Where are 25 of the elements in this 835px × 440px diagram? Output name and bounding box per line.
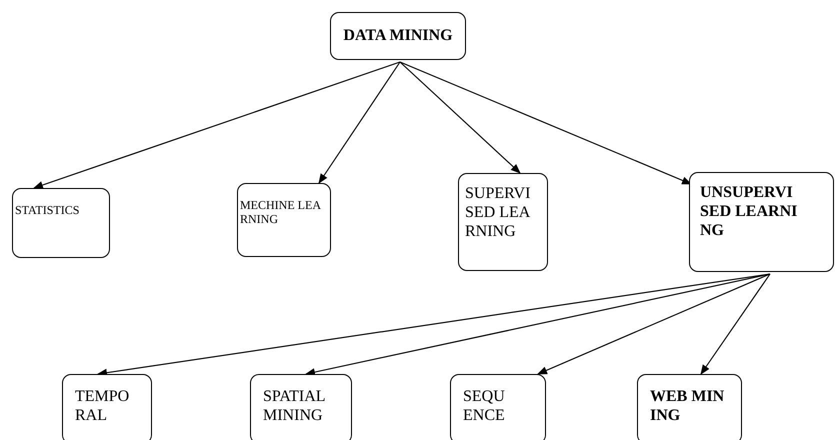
process-box (458, 173, 548, 271)
node-label: UNSUPERVISED LEARNING (700, 183, 798, 241)
node-label: STATISTICS (15, 203, 80, 218)
process-box (237, 183, 331, 257)
process-box (637, 374, 742, 440)
arrow (318, 62, 400, 184)
process-box (250, 374, 352, 440)
node-label: WEB MINING (650, 387, 726, 426)
arrow (305, 273, 770, 376)
process-box (330, 12, 466, 60)
arrow (400, 62, 521, 174)
arrow (33, 61, 400, 189)
process-box (62, 374, 152, 440)
arrow (97, 273, 770, 377)
process-box (689, 172, 834, 272)
arrow (700, 274, 770, 375)
process-box (12, 188, 110, 258)
node-label: SEQUENCE (463, 387, 506, 426)
node-label: SUPERVISED LEARNING (465, 184, 532, 242)
node-label: SPATIAL MINING (263, 387, 326, 426)
process-box (450, 374, 546, 440)
node-label: TEMPORAL (75, 387, 130, 426)
node-label: DATA MINING (342, 26, 454, 46)
arrow (537, 274, 770, 374)
node-label: MECHINE LEARNING (240, 198, 322, 227)
